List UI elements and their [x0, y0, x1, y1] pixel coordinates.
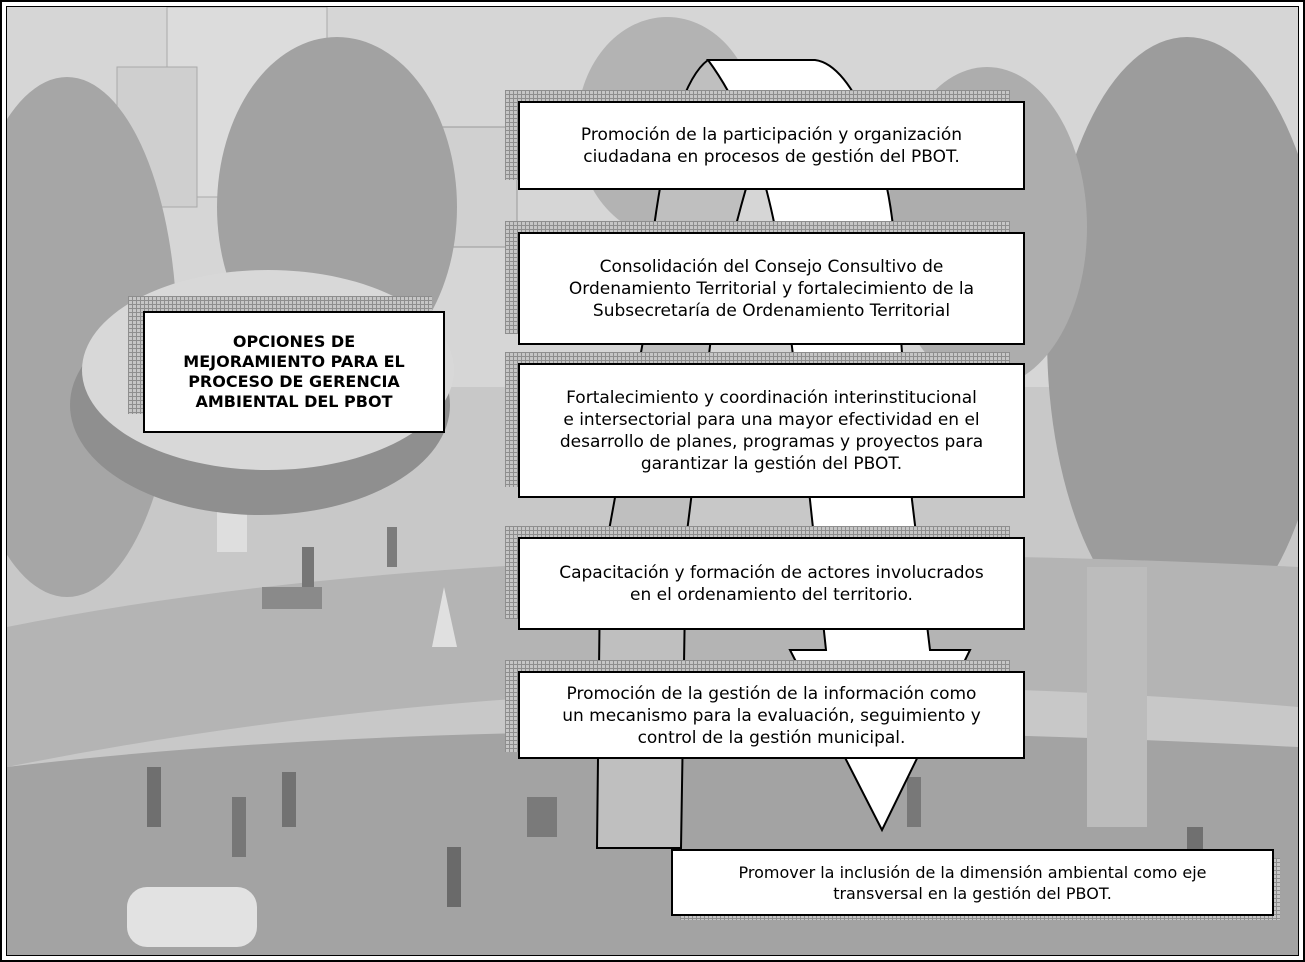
step-2-box: Consolidación del Consejo Consultivo de …: [518, 232, 1025, 345]
title-box: OPCIONES DE MEJORAMIENTO PARA EL PROCESO…: [143, 311, 445, 433]
step-3-text: Fortalecimiento y coordinación interinst…: [559, 387, 984, 474]
final-step-text: Promover la inclusión de la dimensión am…: [738, 862, 1207, 903]
step-4-text: Capacitación y formación de actores invo…: [559, 562, 984, 605]
step-4-box: Capacitación y formación de actores invo…: [518, 537, 1025, 630]
step-2-text: Consolidación del Consejo Consultivo de …: [568, 256, 975, 321]
step-5-text: Promoción de la gestión de la informació…: [562, 684, 981, 748]
step-3-box: Fortalecimiento y coordinación interinst…: [518, 363, 1025, 498]
step-1-text: Promoción de la participación y organiza…: [580, 124, 963, 167]
final-step-box: Promover la inclusión de la dimensión am…: [671, 849, 1274, 916]
step-1-box: Promoción de la participación y organiza…: [518, 101, 1025, 190]
diagram-title: OPCIONES DE MEJORAMIENTO PARA EL PROCESO…: [183, 332, 405, 411]
step-5-box: Promoción de la gestión de la informació…: [518, 671, 1025, 759]
